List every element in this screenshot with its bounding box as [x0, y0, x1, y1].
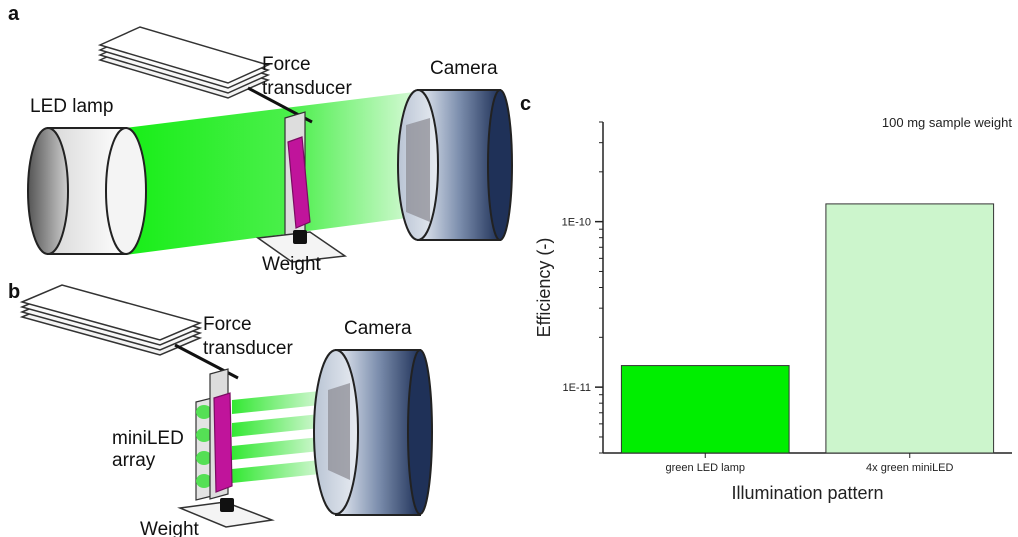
x-tick-label: 4x green miniLED	[866, 462, 953, 474]
x-tick-label: green LED lamp	[666, 462, 746, 474]
light-beam-a	[125, 90, 430, 255]
force-label-line2-a: transducer	[262, 78, 352, 99]
bar-2	[825, 203, 995, 454]
panel-c-letter: c	[520, 93, 531, 115]
panel-b: b Force transducer	[8, 281, 433, 537]
y-tick-label: 1E-11	[562, 382, 591, 394]
y-axis-label: Efficiency (-)	[534, 238, 554, 338]
camera-label-b: Camera	[344, 318, 412, 339]
array-label-line1: miniLED	[112, 428, 184, 449]
sample-holder-a	[284, 111, 311, 247]
efficiency-chart: 1E-11 1E-10 green LED lamp 4x green miniLED…	[534, 115, 1012, 503]
led-lamp-label: LED lamp	[30, 96, 113, 117]
panel-a-letter: a	[8, 3, 20, 25]
panel-b-letter: b	[8, 281, 20, 303]
force-label-line1-b: Force	[203, 314, 252, 335]
sample-holder-b	[209, 368, 233, 500]
panel-a: a LED lamp Force transducer	[8, 3, 513, 275]
weight-a	[255, 230, 348, 263]
camera-b	[313, 349, 433, 516]
weight-label-b: Weight	[140, 519, 200, 537]
led-lamp	[27, 127, 147, 255]
light-beams-b	[232, 390, 330, 483]
force-transducer-a	[97, 26, 313, 124]
camera-a	[397, 89, 513, 241]
bar-1	[620, 365, 790, 454]
camera-label-a: Camera	[430, 58, 498, 79]
force-label-line1-a: Force	[262, 54, 311, 75]
chart-title: 100 mg sample weight	[882, 115, 1012, 130]
array-label-line2: array	[112, 450, 156, 471]
weight-b	[177, 498, 275, 528]
y-tick-label: 1E-10	[562, 217, 591, 229]
miniled-array	[195, 397, 213, 501]
force-label-line2-b: transducer	[203, 338, 293, 359]
x-axis-label: Illumination pattern	[731, 483, 883, 503]
panel-c: c 1E-11 1E-10 green LED lamp 4x green miniL…	[520, 93, 1012, 503]
weight-label-a: Weight	[262, 254, 322, 275]
